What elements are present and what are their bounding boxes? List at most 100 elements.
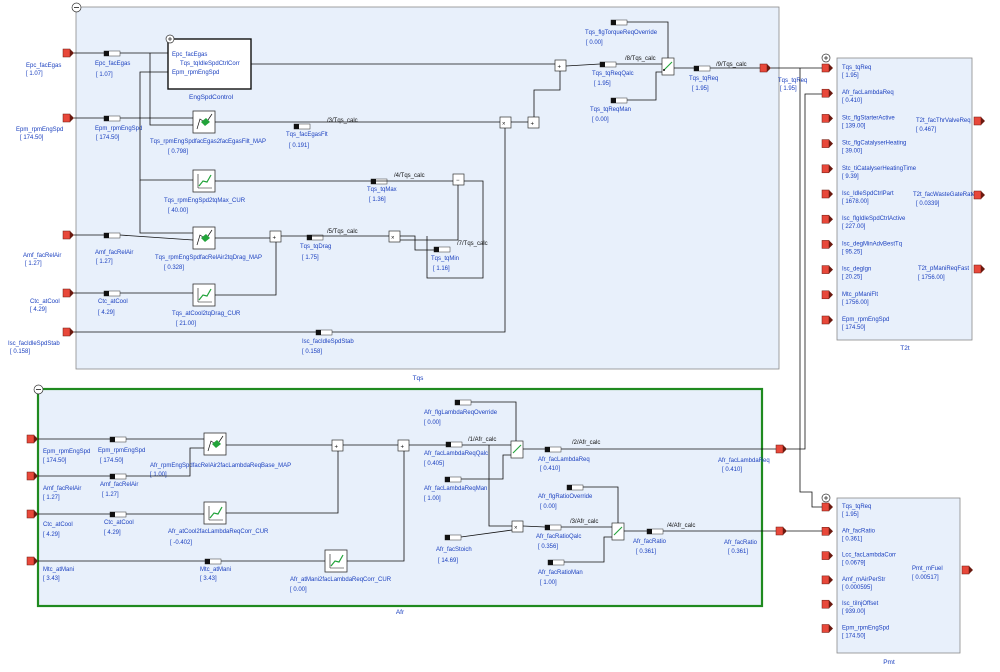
- input-port[interactable]: Epm_rpmEngSpd [ 174.50]: [16, 113, 74, 141]
- lookup-map-block[interactable]: Tqs_rpmEngSpdfacRelAir2tqDrag_MAP [ 0.32…: [155, 226, 262, 271]
- signal-tag[interactable]: Mtc_atMani [ 3.43]: [200, 558, 231, 582]
- input-port[interactable]: Ctc_atCool [ 4.29]: [30, 288, 74, 313]
- pmt-subsystem[interactable]: Pmt: [821, 493, 961, 666]
- calc-tag[interactable]: /3/Tqs_calc Tqs_facEgasFlt [ 0.191]: [286, 118, 358, 149]
- sum-block[interactable]: +: [269, 230, 282, 243]
- signal-tag[interactable]: Amf_facRelAir [ 1.27]: [100, 473, 138, 498]
- input-port[interactable]: Isc_facIdleSpdStab [ 0.158]: [8, 327, 74, 355]
- input-port[interactable]: Ctc_atCool [ 4.29]: [26, 509, 73, 538]
- input-port[interactable]: Amf_facRelAir [ 1.27]: [26, 471, 81, 501]
- svg-text:×: ×: [391, 236, 395, 242]
- tqs-external-inputs: Epc_facEgas [ 1.07] Epm_rpmEngSpd [ 174.…: [8, 48, 74, 355]
- signal-tag[interactable]: Isc_facIdleSpdStab [ 0.158]: [302, 329, 354, 355]
- signal-tag[interactable]: /4/Afr_calc Afr_facRatio [ 0.361]: [633, 523, 695, 555]
- input-port[interactable]: Isc_IdleSpdCtrlPart[ 1678.00]: [821, 189, 894, 205]
- input-port[interactable]: Isc_degIgn[ 20.25]: [821, 265, 871, 281]
- signal-tag[interactable]: Tqs_tqReqMan [ 0.00]: [590, 97, 631, 123]
- lookup-curve-block[interactable]: Tqs_atCool2tqDrag_CUR [ 21.00]: [172, 283, 241, 327]
- lookup-curve-block[interactable]: Tqs_rpmEngSpd2tqMax_CUR [ 40.00]: [164, 169, 246, 214]
- signal-tag[interactable]: Epm_rpmEngSpd [ 174.50]: [98, 436, 145, 464]
- switch-block[interactable]: [510, 440, 524, 459]
- tqs-output-port[interactable]: Tqs_tqReq [ 1.95]: [759, 63, 807, 92]
- lookup-curve-block[interactable]: Afr_atCool2facLambdaReqCorr_CUR [ -0.402…: [168, 501, 269, 546]
- input-port[interactable]: Afr_facRatio[ 0.361]: [821, 527, 876, 542]
- svg-text:Amf_facRelAir: Amf_facRelAir: [43, 486, 81, 492]
- port-label: Afr_facRatio: [842, 528, 876, 534]
- svg-text:+: +: [531, 122, 535, 128]
- input-port[interactable]: Lcc_facLambdaCorr[ 0.0679]: [821, 551, 896, 567]
- svg-text:Afr_rpmEngSpdfacRelAir2facLamb: Afr_rpmEngSpdfacRelAir2facLambdaReqBase_…: [150, 463, 291, 469]
- input-port[interactable]: Epm_rpmEngSpd [ 174.50]: [26, 434, 90, 464]
- svg-text:[ 1.07]: [ 1.07]: [96, 72, 113, 78]
- signal-tag[interactable]: Afr_facRatioMan [ 1.00]: [538, 559, 583, 586]
- output-port[interactable]: Afr_facRatio [ 0.361]: [724, 526, 787, 555]
- input-port[interactable]: Mtc_atMani [ 3.43]: [26, 556, 74, 582]
- svg-text:Mtc_atMani: Mtc_atMani: [43, 567, 74, 573]
- signal-tag[interactable]: Afr_facLambdaReqMan [ 1.00]: [424, 476, 487, 502]
- svg-text:Epc_facEgas: Epc_facEgas: [95, 61, 130, 67]
- signal-tag[interactable]: Afr_facStoich [ 14.69]: [436, 534, 472, 564]
- input-port[interactable]: Stc_flgStarterActive[ 139.00]: [821, 114, 895, 129]
- sum-block[interactable]: +: [397, 439, 410, 452]
- svg-text:[ 174.50]: [ 174.50]: [96, 135, 120, 141]
- product-block[interactable]: ×: [499, 116, 512, 129]
- svg-text:Amf_facRelAir: Amf_facRelAir: [100, 482, 138, 488]
- svg-text:/8/Tqs_calc: /8/Tqs_calc: [625, 56, 656, 62]
- input-port[interactable]: Amf_mAirPerStr[ 0.000595]: [821, 575, 885, 591]
- output-port[interactable]: T2t_facWasteGateRate [ 0.0339]: [913, 190, 985, 207]
- input-port[interactable]: Epm_rpmEngSpd[ 174.50]: [821, 315, 889, 331]
- input-port[interactable]: Stc_flgCatalyserHeating[ 39.00]: [821, 139, 906, 155]
- switch-block[interactable]: [611, 522, 625, 541]
- sum-block[interactable]: +: [554, 59, 567, 72]
- product-block[interactable]: ×: [388, 230, 401, 243]
- signal-tag[interactable]: /3/Afr_calc Afr_facRatioQalc [ 0.356]: [536, 519, 598, 550]
- output-port[interactable]: T2t_facThrValveReq [ 0.467]: [916, 116, 985, 133]
- afr-subsystem[interactable]: Afr: [33, 384, 764, 616]
- input-port[interactable]: Afr_facLambdaReq[ 0.410]: [821, 88, 894, 104]
- port-label: Isc_degMinAdvBestTq: [842, 241, 902, 247]
- output-port[interactable]: Pmt_mFuel [ 0.00517]: [912, 565, 973, 581]
- signal-tag[interactable]: /8/Tqs_calc Tqs_tqReqQalc [ 1.95]: [592, 56, 656, 87]
- signal-tag[interactable]: Epm_rpmEngSpd [ 174.50]: [95, 115, 142, 141]
- calc-tag[interactable]: /4/Tqs_calc Tqs_tqMax [ 1.36]: [367, 173, 425, 203]
- calc-tag[interactable]: /7/Tqs_calc Tqs_tqMin [ 1.16]: [431, 241, 488, 272]
- lookup-map-block[interactable]: Afr_rpmEngSpdfacRelAir2facLambdaReqBase_…: [150, 432, 291, 478]
- input-port[interactable]: Mtc_pManiFlt[ 1756.00]: [821, 290, 878, 306]
- signal-tag[interactable]: Ctc_atCool [ 4.29]: [104, 511, 134, 536]
- sum-block[interactable]: +: [527, 116, 540, 129]
- signal-tag[interactable]: /2/Afr_calc Afr_facLambdaReq [ 0.410]: [538, 440, 600, 472]
- svg-text:[ 1.27]: [ 1.27]: [96, 259, 113, 265]
- signal-tag[interactable]: Afr_flgLambdaReqOverride [ 0.00]: [424, 399, 498, 426]
- svg-text:[ 0.328]: [ 0.328]: [164, 265, 184, 271]
- signal-tag[interactable]: Afr_flgRatioOverride [ 0.00]: [538, 484, 593, 510]
- t2t-subsystem[interactable]: T2t: [821, 53, 973, 352]
- calc-tag[interactable]: /5/Tqs_calc Tqs_tqDrag [ 1.75]: [300, 229, 358, 261]
- input-port[interactable]: Isc_degMinAdvBestTq[ 95.25]: [821, 240, 902, 255]
- sum-block[interactable]: −: [452, 173, 465, 186]
- input-port[interactable]: Epm_rpmEngSpd[ 174.50]: [821, 624, 889, 640]
- lookup-curve-block[interactable]: Afr_atMani2facLambdaReqCorr_CUR [ 0.00]: [290, 549, 392, 593]
- input-port[interactable]: Amf_facRelAir [ 1.27]: [23, 230, 74, 267]
- port-value: [ 9.39]: [842, 174, 859, 180]
- signal-tag[interactable]: Amf_facRelAir [ 1.27]: [95, 232, 133, 265]
- output-port[interactable]: T2t_pManiReqFast [ 1756.00]: [918, 264, 985, 281]
- lookup-map-block[interactable]: Tqs_rpmEngSpdfacEgas2facEgasFilt_MAP [ 0…: [150, 110, 266, 155]
- signal-tag[interactable]: /1/Afr_calc Afr_facLambdaReqQalc [ 0.405…: [424, 437, 496, 467]
- input-port[interactable]: Stc_tiCatalyserHeatingTime[ 9.39]: [821, 164, 917, 180]
- svg-text:Epc_facEgas: Epc_facEgas: [26, 63, 61, 69]
- signal-tag[interactable]: Ctc_atCool [ 4.29]: [98, 290, 128, 316]
- engspd-control-block[interactable]: Epc_facEgas Epm_rpmEngSpd Tqs_tqIdleSpdC…: [165, 34, 252, 101]
- output-port[interactable]: Afr_facLambdaReq [ 0.410]: [718, 444, 787, 473]
- port-label: Stc_flgStarterActive: [842, 115, 895, 121]
- signal-tag[interactable]: Tqs_flgTorqueReqOverride [ 0.00]: [585, 19, 658, 46]
- svg-text:[ 4.29]: [ 4.29]: [98, 310, 115, 316]
- signal-tag[interactable]: Epc_facEgas [ 1.07]: [95, 50, 130, 78]
- input-port[interactable]: Isc_tiInjOffset[ 939.00]: [821, 599, 879, 615]
- switch-block[interactable]: [661, 57, 675, 76]
- product-block[interactable]: ×: [511, 520, 524, 533]
- svg-text:[ 4.29]: [ 4.29]: [30, 307, 47, 313]
- input-port[interactable]: Epc_facEgas [ 1.07]: [26, 48, 74, 77]
- input-port[interactable]: Isc_flgIdleSpdCtrlActive[ 227.00]: [821, 214, 906, 230]
- signal-tag[interactable]: /9/Tqs_calc Tqs_tqReq [ 1.95]: [689, 62, 747, 92]
- sum-block[interactable]: +: [331, 439, 344, 452]
